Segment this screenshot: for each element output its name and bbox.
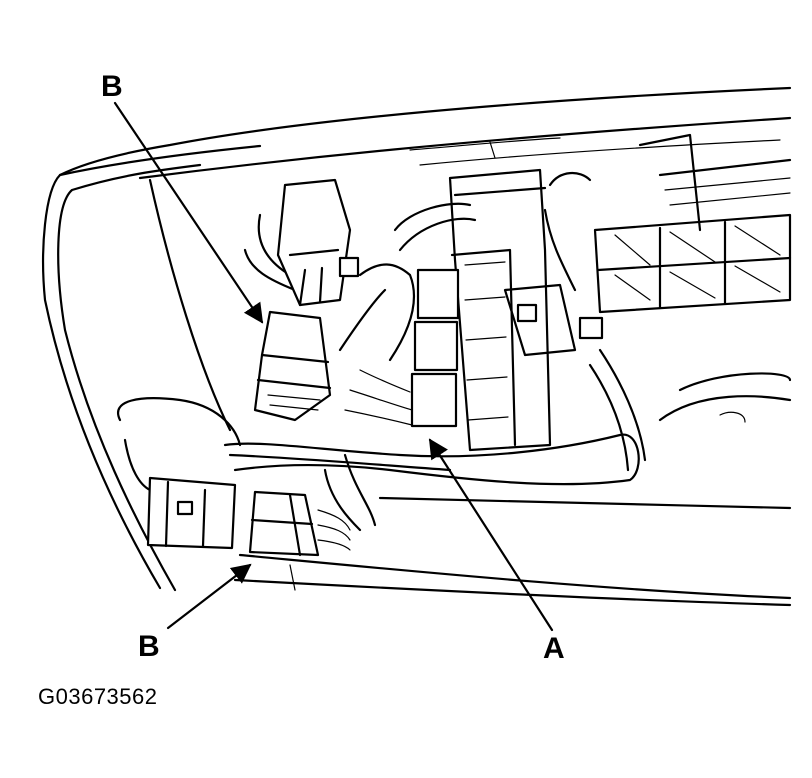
lower-shelf [233,496,792,607]
figure-id: G03673562 [38,684,158,709]
control-module-a [410,168,604,452]
callout-b-upper: B [101,70,123,103]
connector-b-upper [276,178,360,307]
connector-b-middle [253,310,332,422]
wire-harness [117,172,647,532]
callout-b-lower: B [138,630,160,663]
connector-b-lower [146,476,351,557]
dashboard-shell [42,86,792,592]
vent-assembly [593,133,792,423]
leader-arrows [113,101,554,632]
callout-a: A [543,632,565,665]
